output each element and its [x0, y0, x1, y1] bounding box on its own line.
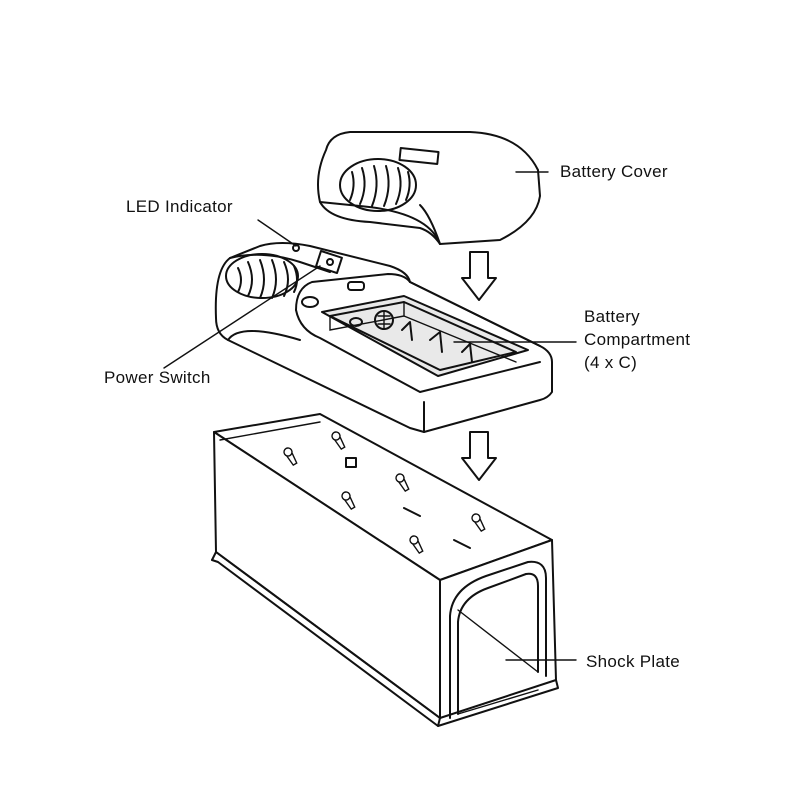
mounting-slots: [283, 431, 486, 555]
unit-vent: [225, 253, 299, 299]
battery-compartment: [321, 295, 529, 377]
battery-compartment-label-line2: Compartment: [584, 330, 691, 349]
down-arrow-icon: [461, 431, 497, 481]
down-arrow-icon: [461, 251, 497, 301]
shock-plate: [457, 609, 539, 673]
led-indicator-label: LED Indicator: [126, 197, 233, 216]
battery-cover-part: [317, 131, 541, 245]
leader-lines: [163, 171, 577, 661]
battery-compartment-label-line1: Battery: [584, 307, 640, 326]
shock-plate-label: Shock Plate: [586, 652, 681, 671]
power-switch-label: Power Switch: [104, 368, 211, 387]
cover-vent: [339, 158, 417, 212]
battery-cover-label: Battery Cover: [560, 162, 668, 181]
power-switch: [315, 249, 343, 275]
battery-compartment-label-line3: (4 x C): [584, 353, 638, 372]
led-light: [292, 244, 300, 252]
trap-box-part: [211, 413, 559, 727]
control-unit-part: [214, 242, 553, 433]
trap-opening: [449, 560, 547, 719]
